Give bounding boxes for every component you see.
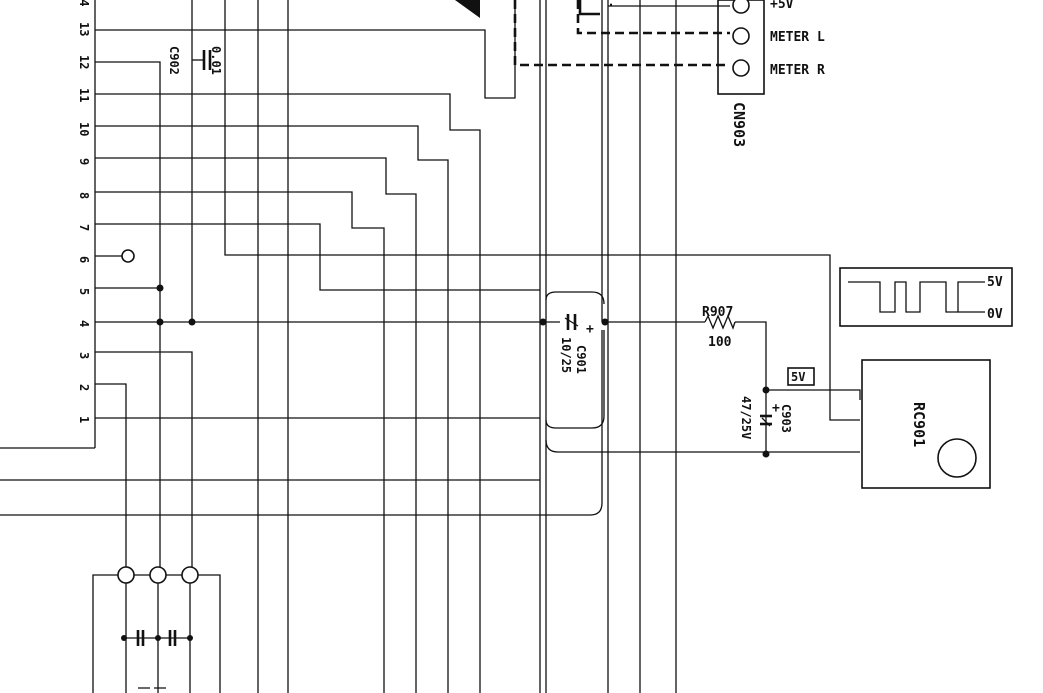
pin-number-labels: 1 2 3 4 5 6 7 8 9 10 11 12 13 14 <box>77 0 91 423</box>
junction-dots <box>156 284 770 458</box>
pin-number: 6 <box>77 256 91 263</box>
pin-number: 8 <box>77 192 91 199</box>
pin-number: 3 <box>77 352 91 359</box>
c903-ref: C903 <box>779 404 793 433</box>
cn903-ref: CN903 <box>730 102 748 147</box>
cn903-pin-meter-r: METER R <box>770 63 825 78</box>
pin-number: 12 <box>77 55 91 69</box>
c903-value: 47/25V <box>739 396 753 439</box>
c902-ref: C902 <box>167 46 181 75</box>
waveform-low-label: 0V <box>987 307 1003 322</box>
pin-number: 1 <box>77 416 91 423</box>
cn903-pin-meter-l: METER L <box>770 30 825 45</box>
pin-number: 2 <box>77 384 91 391</box>
supply-5v-box: 5V <box>787 367 815 386</box>
c901-value: 10/25 <box>559 337 573 373</box>
r907-ref: R907 <box>702 305 733 320</box>
pin-number: 4 <box>77 320 91 327</box>
signal-wires <box>0 0 861 693</box>
rc901-ref: RC901 <box>910 402 928 447</box>
cn903-pin-5v: +5V <box>770 0 794 12</box>
pin6-terminal <box>121 249 135 263</box>
pin-number: 5 <box>77 288 91 295</box>
pin-number: 13 <box>77 22 91 36</box>
c901-polarity: + <box>586 322 594 337</box>
c901-ref: C901 <box>574 345 588 374</box>
pin-number: 10 <box>77 122 91 136</box>
capacitor-c901: + C901 10/25 <box>559 314 594 374</box>
pin-number: 11 <box>77 88 91 102</box>
meter-signal-lines <box>455 0 730 67</box>
supply-label: 5V <box>791 370 805 384</box>
r907-value: 100 <box>708 335 732 350</box>
bottom-switch-block <box>92 566 221 693</box>
resistor-r907: R907 100 <box>702 305 736 350</box>
capacitor-c903: + C903 47/25V <box>739 396 793 439</box>
waveform-box: 5V 0V <box>839 267 1013 327</box>
pin-number: 7 <box>77 224 91 231</box>
pin-number: 9 <box>77 158 91 165</box>
waveform-high-label: 5V <box>987 275 1003 290</box>
c902-value: 0.01 <box>209 46 223 75</box>
pin-number: 14 <box>77 0 91 6</box>
capacitor-c902: C902 0.01 <box>167 46 223 75</box>
receiver-rc901: RC901 <box>861 359 991 489</box>
c903-polarity: + <box>772 401 780 416</box>
connector-cn903: +5V METER L METER R CN903 <box>717 0 825 147</box>
